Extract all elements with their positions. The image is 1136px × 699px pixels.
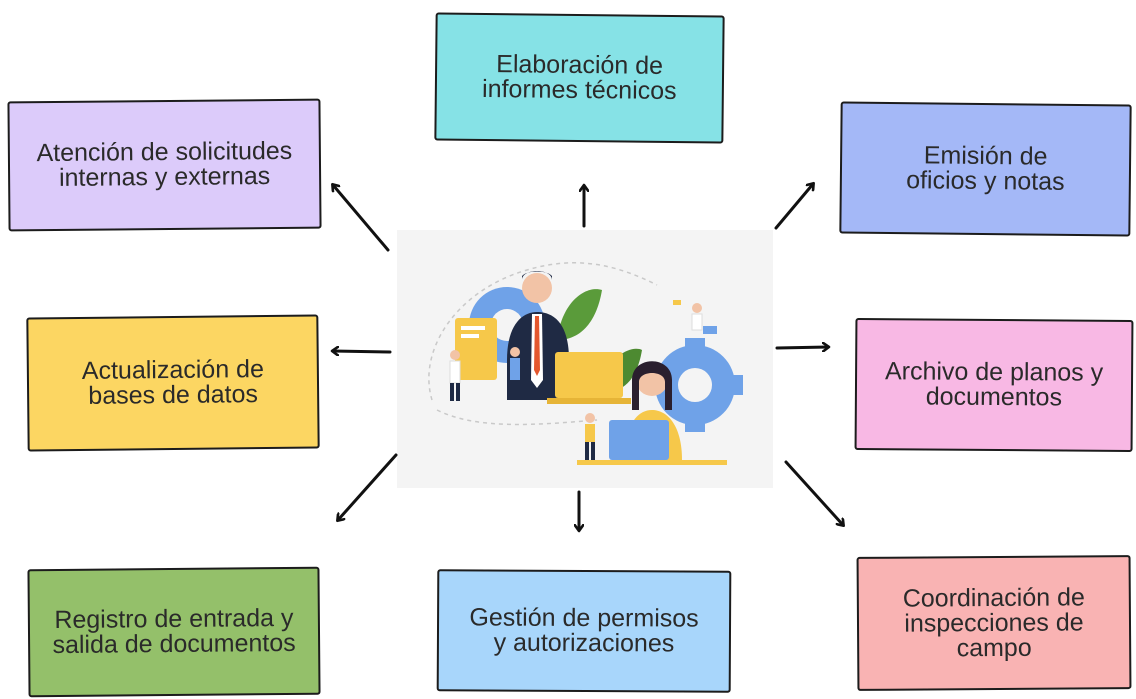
arrow-to-bases: [333, 351, 392, 352]
office-workers-illustration: [397, 230, 773, 488]
arrow-to-registro: [338, 453, 398, 520]
arrow-to-solicitudes: [333, 185, 390, 252]
office-workers-icon: [428, 262, 743, 465]
arrow-to-campo: [784, 460, 843, 525]
arrow-to-oficios: [774, 184, 813, 230]
arrow-to-archivo: [775, 347, 828, 348]
